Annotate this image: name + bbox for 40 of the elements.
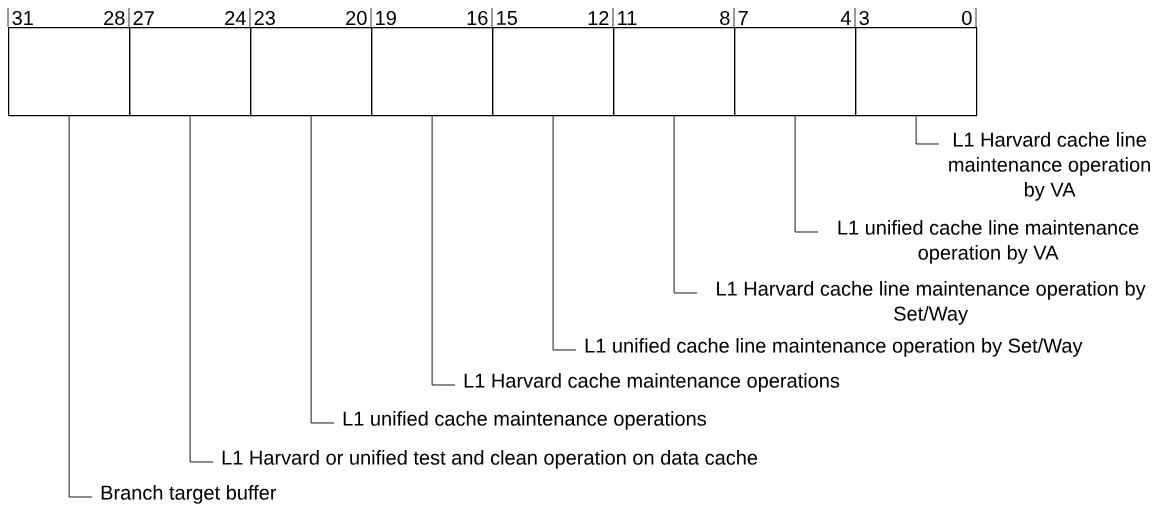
leader-line bbox=[189, 115, 214, 463]
bit-number: 15 bbox=[497, 11, 517, 25]
leader-line bbox=[431, 115, 456, 386]
bit-number: 31 bbox=[12, 10, 33, 26]
bit-number: 16 bbox=[467, 10, 488, 26]
bit-number: 7 bbox=[738, 11, 748, 25]
bit-field bbox=[129, 27, 252, 117]
description-text: L1 Harvard cache line maintenance operation by VA bbox=[949, 132, 1150, 201]
bit-number: 4 bbox=[840, 11, 851, 25]
bit-number: 8 bbox=[720, 10, 730, 26]
description-text: L1 unified cache line maintenance operation by Set/Way bbox=[585, 338, 1083, 357]
bit-field bbox=[855, 27, 978, 117]
bit-field bbox=[734, 27, 857, 117]
leader-line bbox=[68, 115, 93, 498]
bit-number: 24 bbox=[225, 11, 246, 25]
bit-number: 23 bbox=[254, 10, 275, 26]
description-text: L1 Harvard or unified test and clean operation on data cache bbox=[222, 450, 758, 469]
bit-number: 12 bbox=[588, 11, 609, 25]
description-text: L1 unified cache maintenance operations bbox=[343, 411, 706, 430]
bit-field bbox=[371, 27, 494, 117]
leader-line bbox=[794, 115, 819, 233]
bit-field bbox=[492, 27, 615, 117]
description-text: L1 unified cache line maintenance operation by VA bbox=[838, 220, 1139, 264]
description-text: L1 Harvard cache line maintenance operation by Set/Way bbox=[717, 281, 1146, 325]
bit-field bbox=[250, 27, 373, 117]
bit-number: 27 bbox=[133, 11, 154, 25]
bit-number: 0 bbox=[962, 10, 972, 26]
leader-line bbox=[552, 115, 577, 351]
bit-field bbox=[613, 27, 736, 117]
bit-number: 19 bbox=[376, 10, 396, 26]
description-text: Branch target buffer bbox=[101, 485, 277, 504]
bit-number: 3 bbox=[859, 10, 869, 26]
bit-number: 28 bbox=[104, 10, 125, 26]
leader-line bbox=[310, 115, 335, 424]
bit-field bbox=[8, 27, 131, 117]
description-text: L1 Harvard cache maintenance operations bbox=[464, 373, 840, 392]
leader-line bbox=[915, 115, 940, 145]
bit-number: 11 bbox=[618, 11, 637, 25]
leader-line bbox=[673, 115, 698, 294]
bit-number: 20 bbox=[346, 10, 367, 26]
